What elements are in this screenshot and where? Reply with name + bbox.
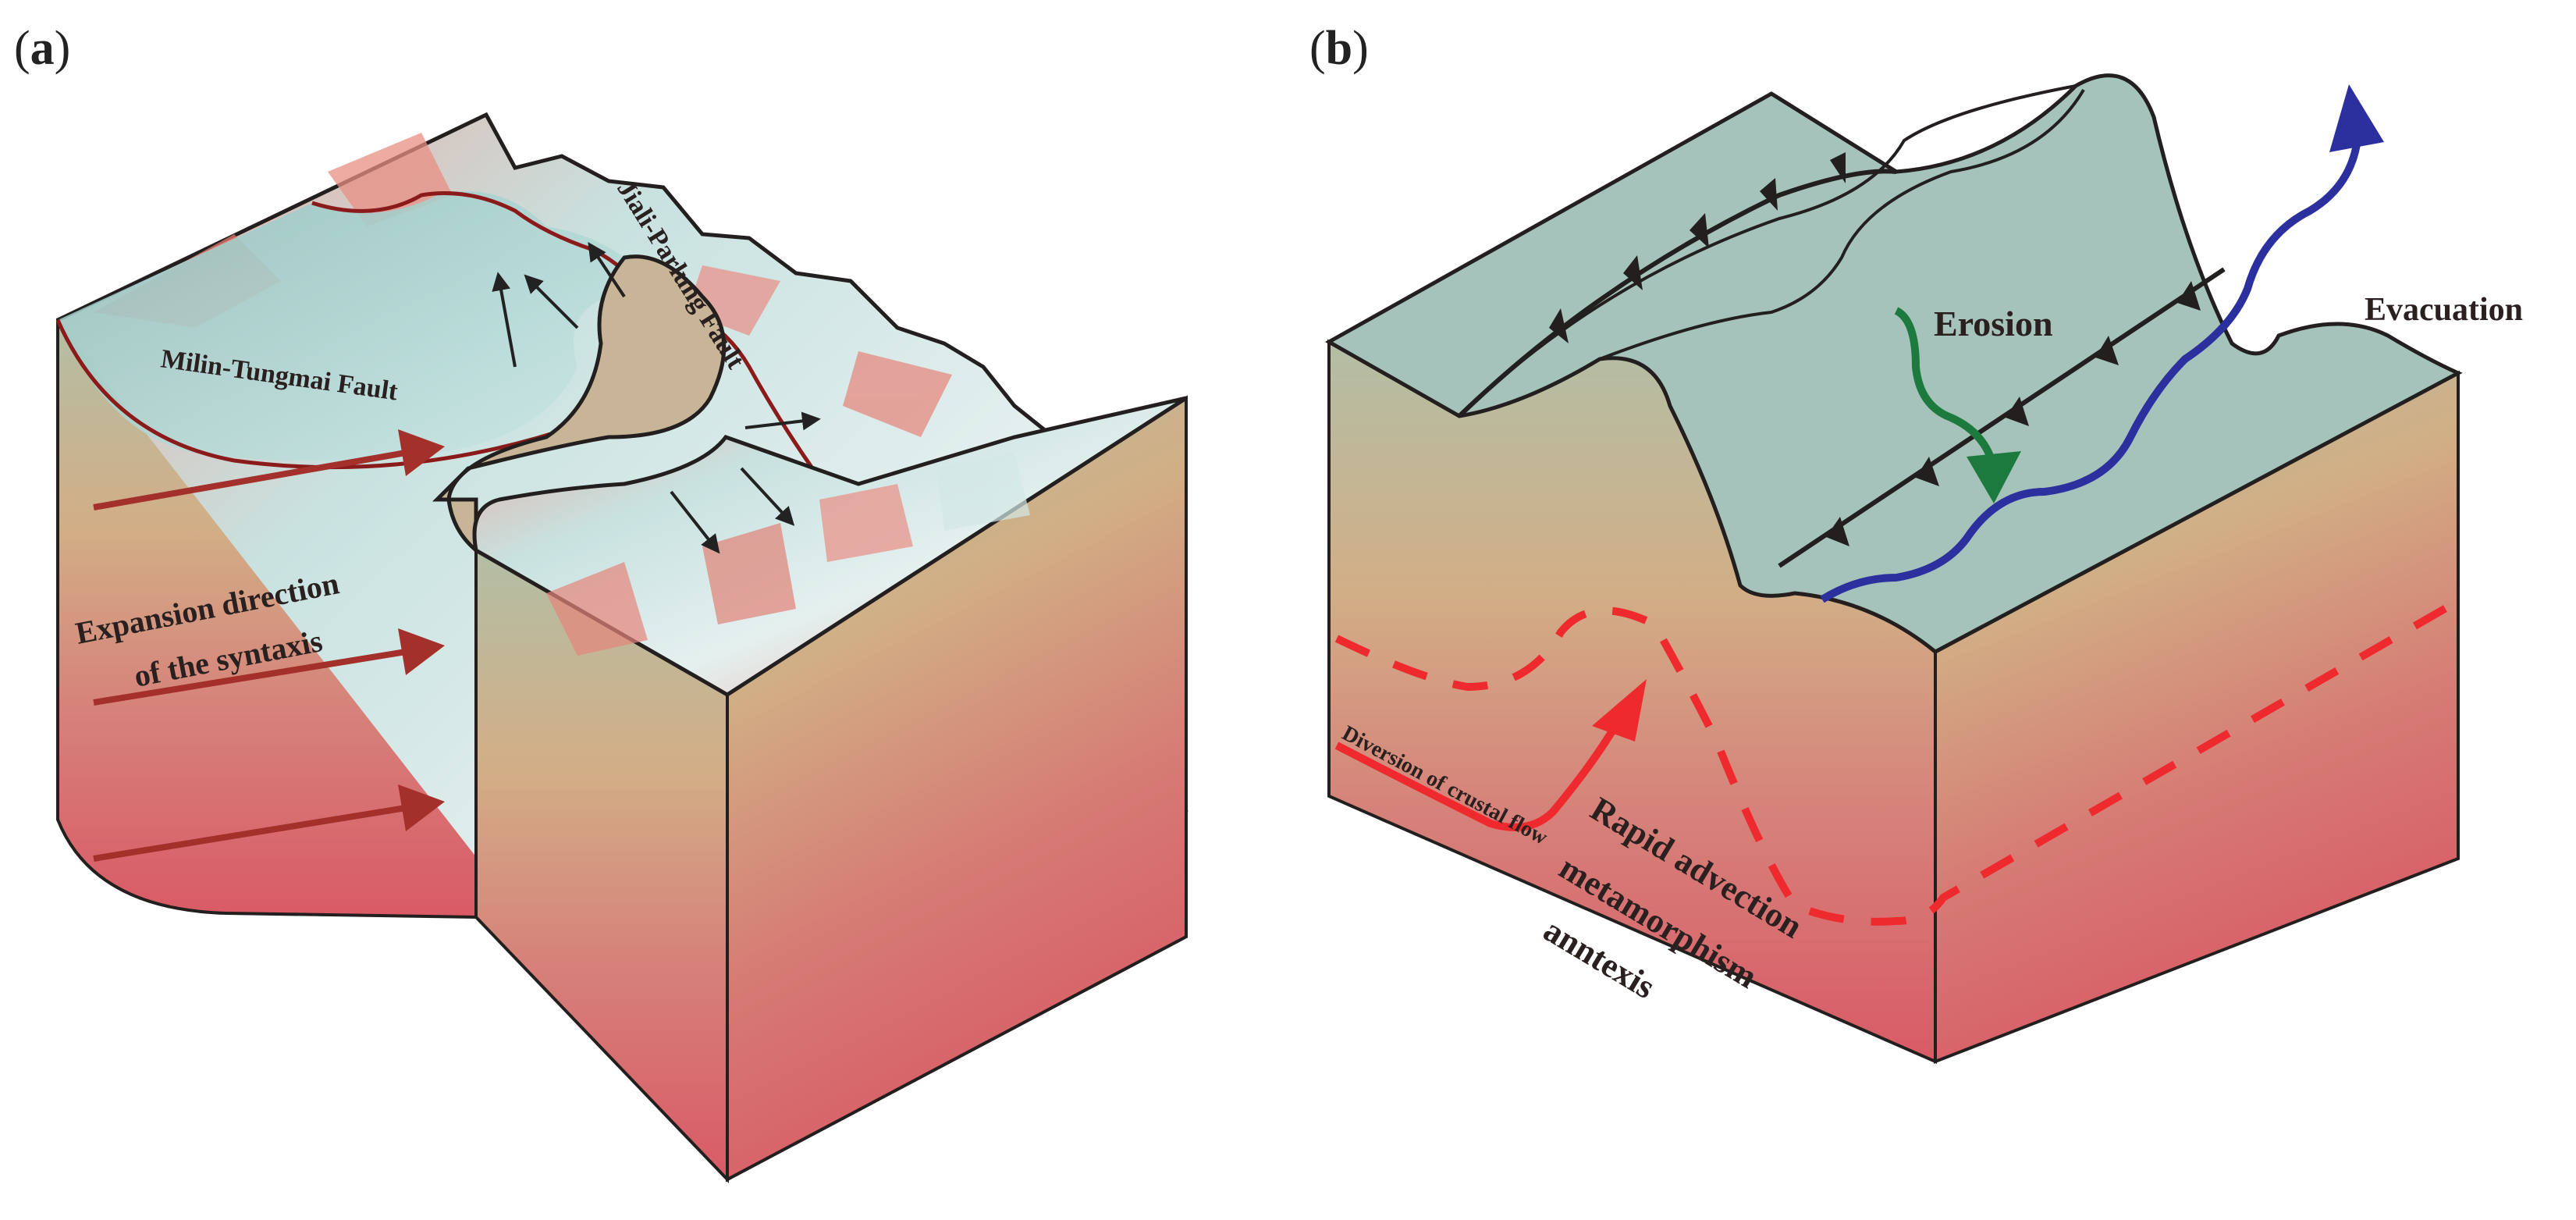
lower-thrust-teeth bbox=[1826, 281, 2201, 546]
evacuation-label: Evacuation bbox=[2365, 292, 2523, 328]
panel-a-label: (a) bbox=[14, 22, 70, 75]
expansion-arrow bbox=[93, 784, 445, 862]
valley-line bbox=[1599, 88, 2085, 361]
displacement-arrow bbox=[524, 274, 579, 329]
panel-b-label: (b) bbox=[1309, 22, 1369, 75]
expansion-arrow bbox=[93, 429, 445, 510]
displacement-arrow bbox=[744, 411, 821, 431]
evacuation-arrow bbox=[1820, 84, 2384, 603]
upper-thrust-fault bbox=[1457, 169, 1897, 418]
erosion-label: Erosion bbox=[1934, 304, 2053, 343]
crustal-flow-arrow bbox=[1334, 679, 1647, 831]
valley-floor-line bbox=[1770, 92, 1898, 173]
expansion-arrow bbox=[93, 628, 445, 706]
panel-b-letter: b bbox=[1326, 22, 1352, 75]
panel-a: (a) bbox=[14, 22, 1189, 1183]
displacement-arrow bbox=[492, 272, 517, 368]
displacement-arrow bbox=[740, 467, 795, 526]
crustal-boundary-dashed bbox=[1334, 597, 2461, 926]
displacement-arrow bbox=[588, 242, 626, 298]
pillar-terrain-texture bbox=[546, 453, 1030, 656]
milin-basin bbox=[58, 191, 634, 461]
displacement-arrows bbox=[492, 242, 821, 554]
block-top-surface bbox=[1324, 73, 2463, 654]
panel-a-letter: a bbox=[30, 22, 55, 75]
panel-b: (b) bbox=[1309, 22, 2523, 1065]
lower-thrust-fault bbox=[1778, 267, 2226, 568]
expansion-arrows bbox=[93, 429, 445, 862]
syntaxis-notch bbox=[432, 254, 727, 555]
erosion-arrow bbox=[1894, 307, 2021, 503]
upper-thrust-teeth bbox=[1549, 152, 1846, 343]
ridge-line bbox=[1458, 84, 2077, 418]
displacement-arrow bbox=[670, 490, 720, 554]
